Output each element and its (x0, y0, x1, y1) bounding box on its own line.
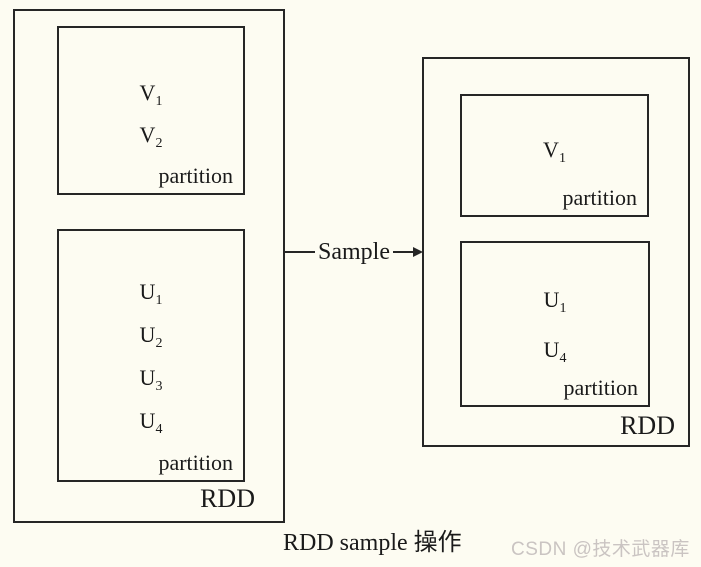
partition-label: partition (562, 185, 637, 210)
element-base: U (139, 408, 156, 433)
element-base: U (139, 322, 156, 347)
element-base: V (543, 137, 559, 162)
element-subscript: 4 (155, 422, 163, 437)
element-v1: V1 (543, 136, 566, 166)
result-rdd-box: V1 partition U1 U4 partition RDD (422, 57, 690, 447)
partition-items: V1 (462, 96, 647, 166)
partition-items: V1 V2 (59, 28, 243, 151)
arrow-line (285, 251, 315, 253)
partition-label: partition (563, 375, 638, 400)
element-base: U (139, 279, 156, 304)
rdd-label: RDD (200, 484, 255, 513)
element-subscript: 3 (155, 379, 163, 394)
arrow-line (393, 251, 413, 253)
element-u4: U4 (543, 336, 567, 366)
result-partition-v: V1 partition (460, 94, 649, 217)
element-u2: U2 (139, 321, 163, 351)
partition-items: U1 U4 (462, 243, 648, 366)
partition-label: partition (158, 450, 233, 475)
arrow-head-icon (413, 247, 423, 257)
sample-operation-label: Sample (318, 239, 390, 265)
element-base: U (543, 287, 560, 312)
element-u4: U4 (139, 407, 163, 437)
source-rdd-box: V1 V2 partition U1 U2 U3 U4 partition RD… (13, 9, 285, 523)
element-subscript: 2 (155, 336, 163, 351)
element-subscript: 2 (155, 136, 163, 151)
element-base: V (139, 122, 156, 147)
element-subscript: 1 (155, 293, 163, 308)
rdd-label: RDD (620, 411, 675, 440)
element-v2: V2 (139, 121, 163, 151)
diagram-caption: RDD sample 操作 (283, 530, 462, 556)
element-u1: U1 (543, 286, 567, 316)
element-u3: U3 (139, 364, 163, 394)
element-base: U (543, 337, 560, 362)
result-partition-u: U1 U4 partition (460, 241, 650, 407)
source-partition-v: V1 V2 partition (57, 26, 245, 195)
element-subscript: 1 (558, 151, 566, 166)
element-subscript: 1 (155, 94, 163, 109)
element-v1: V1 (139, 79, 163, 109)
element-u1: U1 (139, 278, 163, 308)
csdn-watermark: CSDN @技术武器库 (511, 539, 690, 560)
partition-label: partition (158, 163, 233, 188)
element-subscript: 1 (559, 301, 567, 316)
sample-arrow: Sample (285, 239, 423, 265)
element-base: V (139, 80, 156, 105)
element-subscript: 4 (559, 351, 567, 366)
partition-items: U1 U2 U3 U4 (59, 231, 243, 437)
source-partition-u: U1 U2 U3 U4 partition (57, 229, 245, 482)
element-base: U (139, 365, 156, 390)
